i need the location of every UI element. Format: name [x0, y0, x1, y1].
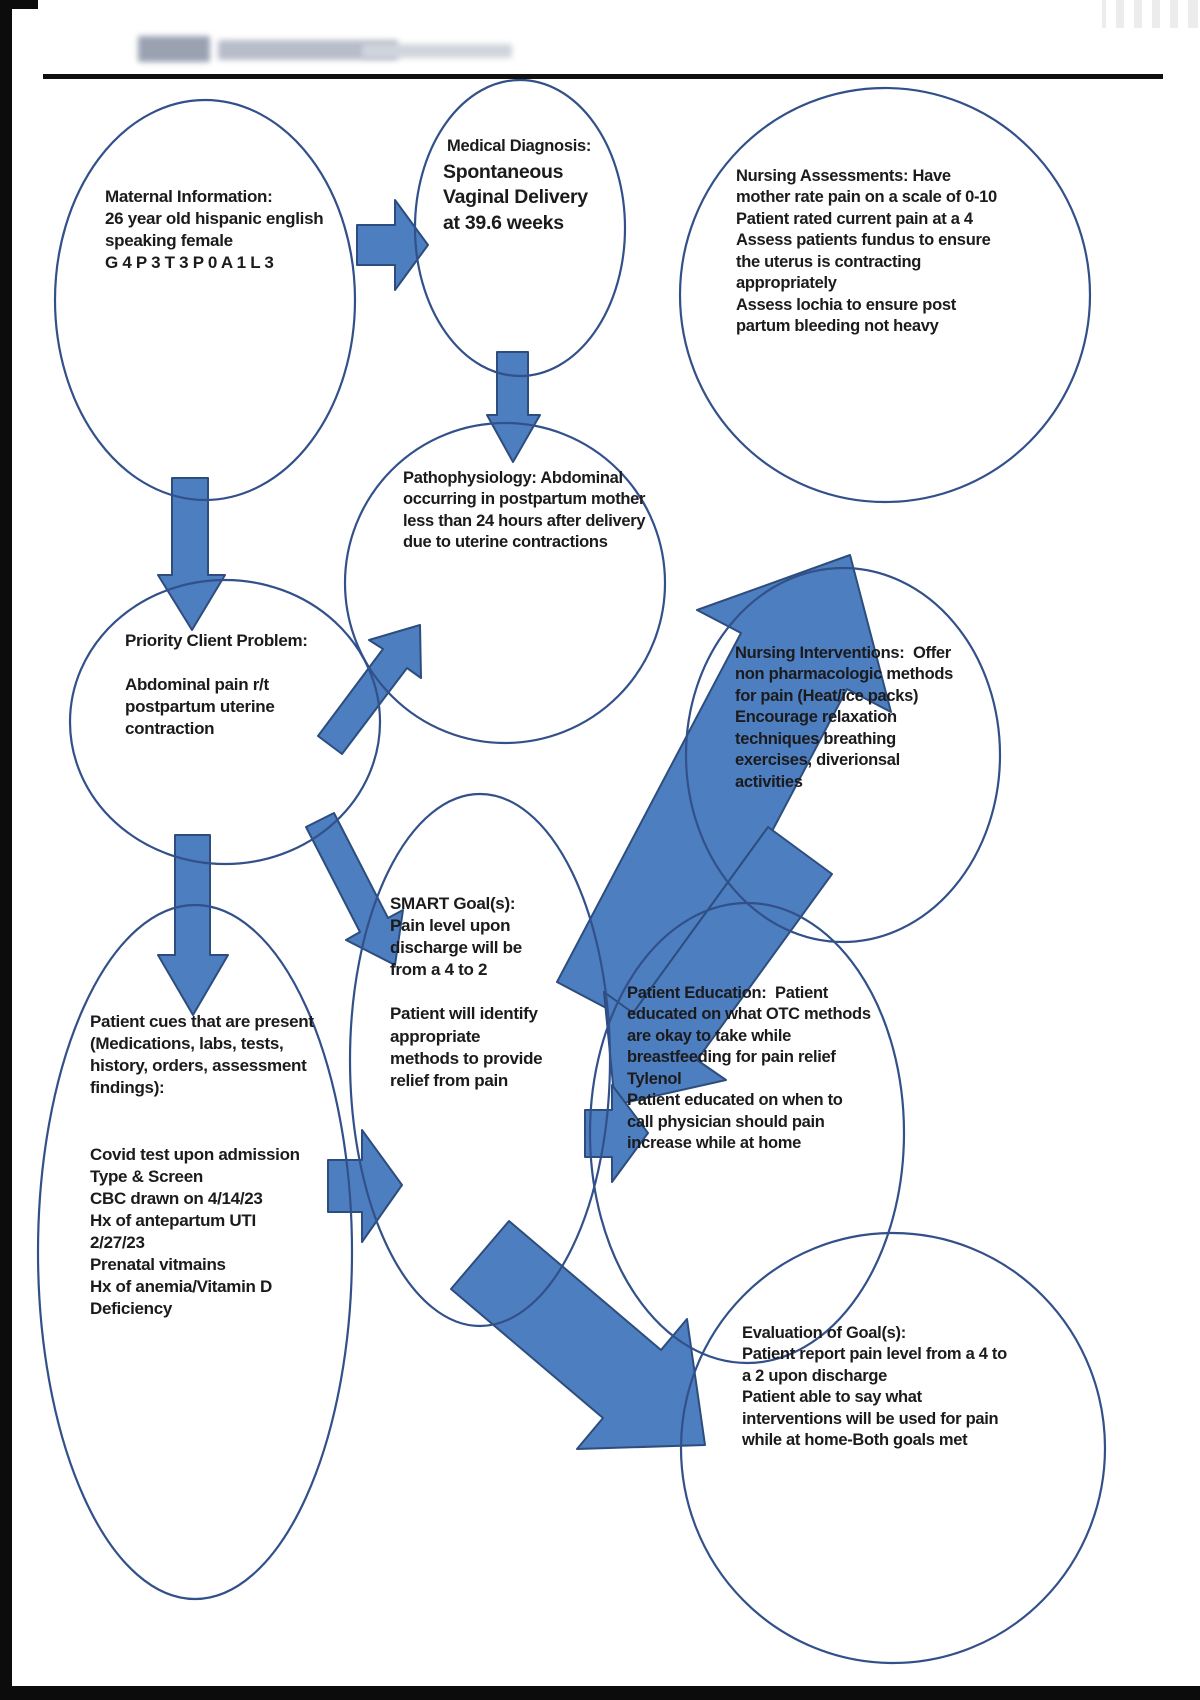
top-rule — [43, 74, 1163, 79]
bubble-priority-client-problem — [68, 578, 382, 866]
pathophysiology-text: Pathophysiology: Abdominal occurring in … — [403, 469, 646, 552]
smart-goals-text: SMART Goal(s): Pain level upon discharge… — [390, 894, 543, 1090]
arrow-maternal-to-priority — [157, 477, 226, 631]
arrow-priority-to-smart-goals — [305, 812, 404, 966]
scan-artifact-blur — [362, 44, 512, 58]
bubble-evaluation-of-goals — [679, 1231, 1107, 1665]
top-left-corner-notch — [0, 0, 38, 9]
bubble-maternal-information — [53, 98, 357, 502]
artifact-bar — [1178, 0, 1188, 28]
nursing-assessments-text: Nursing Assessments: Have mother rate pa… — [736, 167, 997, 336]
nursing-interventions-text: Nursing Interventions: Offer non pharmac… — [735, 644, 954, 791]
maternal-information-text: Maternal Information: 26 year old hispan… — [105, 187, 324, 273]
scan-artifact-blur — [138, 36, 210, 62]
bubble-patient-education — [588, 901, 906, 1365]
artifact-bar — [1106, 0, 1116, 28]
arrow-smart-goals-to-evaluation — [450, 1220, 706, 1450]
scan-artifact-blur — [218, 40, 398, 60]
bubble-layer — [36, 78, 1107, 1665]
bubble-nursing-interventions — [684, 566, 1002, 944]
left-border-bar — [0, 0, 12, 1700]
arrow-pathophysiology-to-nursing-interventions — [556, 554, 892, 1039]
evaluation-of-goals-text: Evaluation of Goal(s): Patient report pa… — [742, 1324, 1007, 1450]
arrow-smart-goals-to-patient-education — [584, 1084, 649, 1183]
arrow-diagnosis-to-pathophysiology — [486, 351, 541, 463]
bubble-nursing-assessments — [678, 86, 1092, 504]
artifact-bar — [1160, 0, 1170, 28]
patient-education-text: Patient Education: Patient educated on w… — [627, 984, 871, 1153]
bubble-smart-goals — [348, 792, 612, 1328]
arrow-maternal-to-diagnosis — [356, 199, 429, 291]
medical-diagnosis-text: Spontaneous Vaginal Delivery at 39.6 wee… — [443, 161, 588, 234]
arrow-priority-to-pathophysiology — [317, 624, 422, 755]
bubble-patient-cues — [36, 903, 354, 1601]
artifact-bar — [1124, 0, 1134, 28]
arrow-layer — [157, 199, 892, 1450]
priority-client-problem-text: Priority Client Problem: Abdominal pain … — [125, 631, 308, 739]
bubble-pathophysiology — [343, 421, 667, 745]
artifact-bar — [1142, 0, 1152, 28]
top-right-artifact-bars — [1102, 0, 1198, 28]
medical-diagnosis-label: Medical Diagnosis: — [447, 137, 592, 155]
bottom-border-bar — [0, 1686, 1200, 1700]
bubble-medical-diagnosis — [413, 78, 627, 378]
patient-cues-text: Patient cues that are present (Medicatio… — [90, 1012, 314, 1319]
arrow-priority-to-patient-cues — [157, 834, 229, 1016]
